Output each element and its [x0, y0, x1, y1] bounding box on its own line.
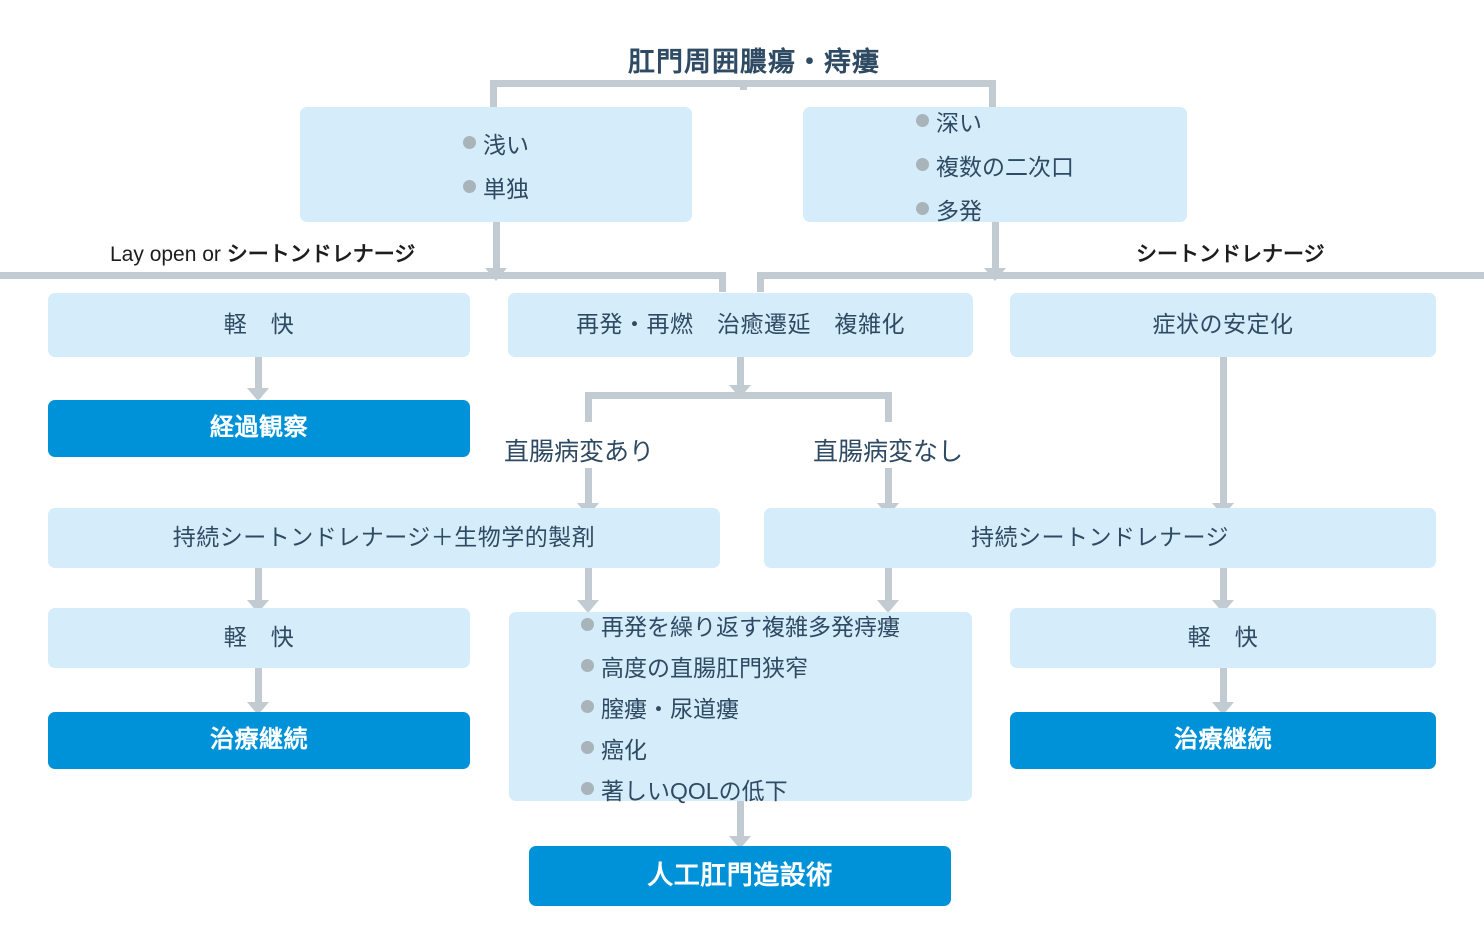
node-improve-mid-left[interactable]: 軽 快	[48, 608, 470, 668]
bullet-dot-icon	[463, 136, 476, 149]
node-label: 持続シートンドレナージ	[970, 524, 1230, 551]
node-observe-box[interactable]: 経過観察	[48, 400, 470, 457]
edge-label-lay-open-suffix: シートンドレナージ	[226, 243, 416, 266]
connector-branch-left-drop	[585, 392, 592, 422]
bullet-dot-icon	[581, 700, 594, 713]
list-item-label: 複数の二次口	[936, 153, 1074, 180]
list-item-label: 膣瘻・尿道瘻	[601, 695, 739, 722]
bullet-dot-icon	[463, 180, 476, 193]
node-label: 軽 快	[223, 624, 295, 651]
connector-yes-to-seton-bio	[585, 468, 592, 507]
node-label: 軽 快	[223, 311, 295, 338]
bullet-dot-icon	[916, 114, 929, 127]
arrowhead-icon	[1212, 702, 1234, 715]
connector-bus-right	[757, 272, 1484, 279]
connector-seton-to-severe	[885, 568, 892, 604]
list-item: 浅い	[463, 126, 529, 160]
connector-title-to-shallow	[490, 80, 497, 108]
node-label: 経過観察	[210, 414, 308, 442]
connector-shallow-down	[493, 222, 500, 272]
node-stabilized-box[interactable]: 症状の安定化	[1010, 293, 1436, 357]
node-shallow-box[interactable]: 浅い 単独	[300, 107, 692, 222]
connector-deep-down	[992, 222, 999, 272]
list-item-label: 再発を繰り返す複雑多発痔瘻	[601, 613, 900, 640]
branch-label-rectal-lesion-yes: 直腸病変あり	[504, 438, 655, 466]
deep-box-bullets: 深い 複数の二次口 多発	[916, 104, 1074, 226]
node-continue-right[interactable]: 治療継続	[1010, 712, 1436, 769]
bullet-dot-icon	[581, 741, 594, 754]
arrowhead-icon	[577, 600, 599, 613]
node-label: 治療継続	[210, 726, 308, 754]
shallow-box-bullets: 浅い 単独	[463, 126, 529, 204]
diagram-title: 肛門周囲膿瘍・痔瘻	[628, 47, 880, 77]
connector-stabilized-down	[1220, 357, 1227, 507]
bullet-dot-icon	[581, 618, 594, 631]
edge-label-lay-open: Lay open or シートンドレナージ	[110, 238, 415, 268]
connector-branch-right-drop	[885, 392, 892, 422]
node-label: 人工肛門造設術	[647, 860, 833, 891]
connector-bus-left	[0, 272, 726, 279]
connector-setonbio-to-improve	[255, 568, 262, 604]
connector-setonbio-to-severe	[585, 568, 592, 604]
bullet-dot-icon	[916, 158, 929, 171]
connector-no-to-seton	[885, 468, 892, 507]
node-improve-right[interactable]: 軽 快	[1010, 608, 1436, 668]
node-improve-left[interactable]: 軽 快	[48, 293, 470, 357]
connector-improve-to-continue-left	[255, 668, 262, 704]
list-item-label: 浅い	[483, 131, 529, 158]
bullet-dot-icon	[581, 659, 594, 672]
list-item-label: 著しいQOLの低下	[601, 777, 788, 804]
arrowhead-icon	[247, 702, 269, 715]
list-item: 高度の直腸肛門狭窄	[581, 649, 808, 683]
node-stoma-box[interactable]: 人工肛門造設術	[529, 846, 951, 906]
connector-title-to-deep	[989, 80, 996, 108]
node-seton-box[interactable]: 持続シートンドレナージ	[764, 508, 1436, 568]
list-item: 膣瘻・尿道瘻	[581, 690, 739, 724]
node-label: 持続シートンドレナージ＋生物学的製剤	[172, 524, 596, 551]
list-item-label: 癌化	[601, 736, 647, 763]
node-label: 症状の安定化	[1152, 311, 1294, 338]
arrowhead-icon	[877, 600, 899, 613]
list-item: 著しいQOLの低下	[581, 772, 788, 806]
node-continue-left[interactable]: 治療継続	[48, 712, 470, 769]
arrowhead-icon	[247, 388, 269, 401]
list-item: 複数の二次口	[916, 148, 1074, 182]
node-label: 再発・再燃 治癒遷延 複雑化	[576, 311, 905, 338]
edge-label-seton-drainage: シートンドレナージ	[1136, 243, 1325, 266]
connector-relapse-down	[737, 357, 744, 389]
list-item-label: 深い	[936, 109, 982, 136]
list-item: 単独	[463, 170, 529, 204]
list-item: 深い	[916, 104, 982, 138]
connector-title-bracket	[490, 80, 996, 87]
severe-box-bullets: 再発を繰り返す複雑多発痔瘻 高度の直腸肛門狭窄 膣瘻・尿道瘻 癌化 著しいQOL…	[581, 608, 900, 806]
edge-label-lay-open-prefix: Lay open or	[110, 243, 227, 266]
list-item: 再発を繰り返す複雑多発痔瘻	[581, 608, 900, 642]
list-item-label: 高度の直腸肛門狭窄	[601, 654, 808, 681]
connector-seton-to-improve-right	[1220, 568, 1227, 604]
list-item-label: 単独	[483, 175, 529, 202]
node-deep-box[interactable]: 深い 複数の二次口 多発	[803, 107, 1187, 224]
node-severe-box[interactable]: 再発を繰り返す複雑多発痔瘻 高度の直腸肛門狭窄 膣瘻・尿道瘻 癌化 著しいQOL…	[509, 612, 972, 804]
bullet-dot-icon	[916, 202, 929, 215]
list-item: 多発	[916, 192, 982, 226]
arrowhead-icon	[729, 836, 751, 849]
list-item-label: 多発	[936, 197, 982, 224]
connector-improve-to-continue-right	[1220, 668, 1227, 704]
connector-improve-to-observe	[255, 357, 262, 390]
connector-bus-right-drop	[757, 272, 764, 292]
connector-bus-left-drop	[719, 272, 726, 292]
node-seton-bio-box[interactable]: 持続シートンドレナージ＋生物学的製剤	[48, 508, 720, 568]
connector-relapse-branch-bar	[585, 392, 892, 399]
node-label: 軽 快	[1187, 624, 1259, 651]
node-relapse-box[interactable]: 再発・再燃 治癒遷延 複雑化	[508, 293, 973, 357]
connector-severe-to-stoma	[737, 801, 744, 839]
node-label: 治療継続	[1174, 726, 1272, 754]
branch-label-rectal-lesion-no: 直腸病変なし	[813, 438, 964, 466]
list-item: 癌化	[581, 731, 647, 765]
bullet-dot-icon	[581, 782, 594, 795]
